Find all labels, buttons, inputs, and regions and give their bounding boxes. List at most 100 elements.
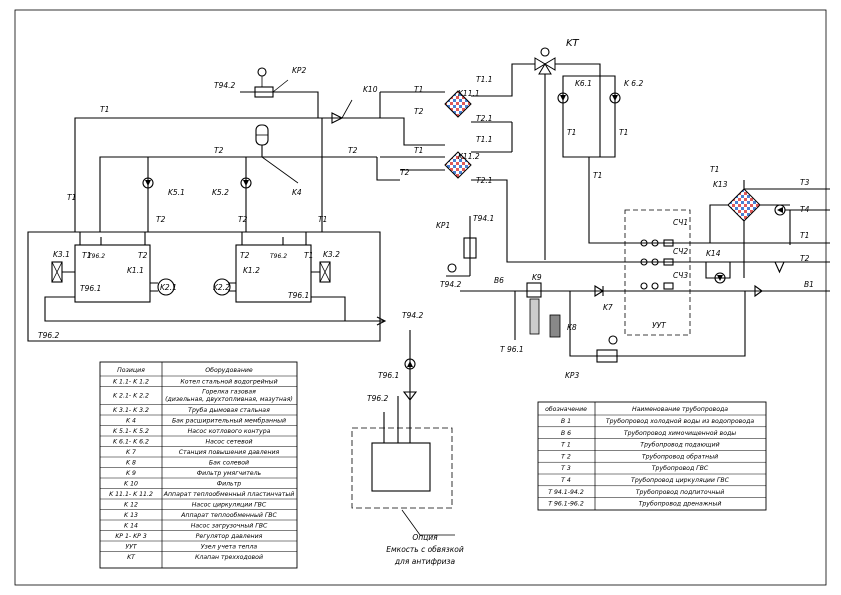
label-t961: T96.1 <box>80 284 101 293</box>
pump-k12 <box>774 204 786 216</box>
heat-exchanger-k112 <box>444 151 472 179</box>
label-t942: T94.2 <box>440 280 462 289</box>
label-t2: T2 <box>400 168 410 177</box>
pipe-table-code: T 3 <box>561 465 571 472</box>
label-kt: KT <box>566 38 580 49</box>
label-kp3: KP3 <box>565 371 579 380</box>
label-t941: T94.1 <box>473 214 494 223</box>
label-k51: K5.1 <box>168 188 185 197</box>
label-t962: T96.2 <box>88 253 105 260</box>
eq-table-pos: K 4 <box>126 417 136 424</box>
label-t1: T1 <box>100 105 109 114</box>
option-title: Опция <box>412 533 438 542</box>
option-line2: Емкость с обвязкой <box>386 545 464 554</box>
label-t961: T96.1 <box>378 371 399 380</box>
label-t1: T1 <box>710 165 719 174</box>
label-t1: T1 <box>67 193 76 202</box>
label-t2: T2 <box>240 251 250 260</box>
label-sch1: СЧ1 <box>673 218 688 227</box>
eq-table-pos: K 14 <box>124 522 138 529</box>
label-t961b: T 96.1 <box>500 345 524 354</box>
eq-table-pos: УУТ <box>125 543 138 550</box>
eq-table-desc: Станция повышения давления <box>179 449 280 456</box>
label-t1: T1 <box>619 128 628 137</box>
pipe-t1-main <box>74 92 381 232</box>
eq-table-desc: Аппарат теплообменный ГВС <box>180 511 277 519</box>
eq-table-pos: K 13 <box>124 512 138 519</box>
label-k111: K11.1 <box>458 89 480 98</box>
equipment-table-frame <box>99 361 298 569</box>
eq-table-desc: Насос циркуляции ГВС <box>192 501 267 508</box>
label-k4: K4 <box>292 188 302 197</box>
label-t3: T3 <box>800 178 810 187</box>
pipe-table-name: Трубопровод химочищенной воды <box>624 429 736 437</box>
eq-table-pos: K 7 <box>126 449 136 456</box>
eq-table-desc: Насос загрузочный ГВС <box>191 522 268 529</box>
pump-k62 <box>609 92 621 104</box>
regulator-kp3 <box>596 335 618 363</box>
label-k13: K13 <box>713 180 728 189</box>
eq-table-desc: Бак расширительный мембранный <box>172 416 286 424</box>
label-t4: T4 <box>800 205 810 214</box>
meter-sch1 <box>640 239 674 247</box>
meter-sch3 <box>640 282 674 290</box>
label-k61: K6.1 <box>575 79 592 88</box>
eq-table-pos: K 2.1- K 2.2 <box>113 393 149 400</box>
valve-symbol <box>754 284 763 298</box>
eq-table-header-pos: Позиция <box>117 367 145 374</box>
eq-table-pos: K 10 <box>124 480 138 487</box>
eq-table-desc: Фильтр <box>217 480 242 487</box>
meter-sch2 <box>640 258 674 266</box>
pipe-t2-main <box>99 156 377 232</box>
regulator-kp1 <box>446 216 477 277</box>
expansion-tank-k4 <box>255 124 299 184</box>
boiler-k11 <box>74 244 151 303</box>
eq-table-desc: Аппарат теплообменный пластинчатый <box>163 490 294 498</box>
label-k9: K9 <box>532 273 542 282</box>
label-t962: T96.2 <box>367 394 389 403</box>
eq-table-desc: Труба дымовая стальная <box>188 406 270 414</box>
pipe-table-name: Трубопровод подпиточный <box>636 488 725 496</box>
eq-table-desc: Клапан трехходовой <box>195 554 263 561</box>
eq-table-pos: K 11.1- K 11.2 <box>109 491 153 498</box>
label-k10: K10 <box>363 85 378 94</box>
label-v1: B1 <box>804 280 814 289</box>
label-k7: K7 <box>603 303 613 312</box>
label-t1: T1 <box>567 128 576 137</box>
label-sch3: СЧ3 <box>673 271 688 280</box>
label-t21: T2.1 <box>476 114 493 123</box>
pipe-table-code: T 96.1-96.2 <box>548 501 584 508</box>
label-k112: K11.2 <box>458 152 480 161</box>
label-t21: T2.1 <box>476 176 493 185</box>
pump-k51 <box>142 177 154 189</box>
label-t1: T1 <box>318 215 327 224</box>
label-t11: T1.1 <box>476 75 493 84</box>
pump-k52 <box>240 177 252 189</box>
pipe-table-name: Трубопровод обратный <box>642 452 718 460</box>
drawing-frame <box>14 9 827 586</box>
label-k22: K2.2 <box>213 283 230 292</box>
label-t1: T1 <box>800 231 809 240</box>
label-k32: K3.2 <box>323 250 340 259</box>
label-k21: K2.1 <box>160 283 177 292</box>
label-t942: T94.2 <box>402 311 424 320</box>
label-t942: T94.2 <box>214 81 236 90</box>
eq-table-desc: Насос котлового контура <box>188 428 271 435</box>
pipe-table-header-name: Наименование трубопровода <box>632 405 728 413</box>
salt-tank-k8 <box>549 314 561 338</box>
label-k52: K5.2 <box>212 188 229 197</box>
label-t2: T2 <box>348 146 358 155</box>
eq-table-desc: Фильтр умягчитель <box>197 470 262 477</box>
eq-table-pos: K 3.1- K 3.2 <box>113 407 149 414</box>
label-k14: K14 <box>706 249 721 258</box>
label-t1: T1 <box>304 251 313 260</box>
pipe-table-name: Трубопровод подающий <box>640 441 719 449</box>
metering-unit-uut <box>624 209 691 336</box>
label-k11: K1.1 <box>127 266 144 275</box>
label-t1: T1 <box>414 146 423 155</box>
label-t962: T96.2 <box>270 253 287 260</box>
station-k7 <box>594 285 605 297</box>
label-t962: T96.2 <box>38 331 60 340</box>
boiler-section <box>27 231 387 342</box>
